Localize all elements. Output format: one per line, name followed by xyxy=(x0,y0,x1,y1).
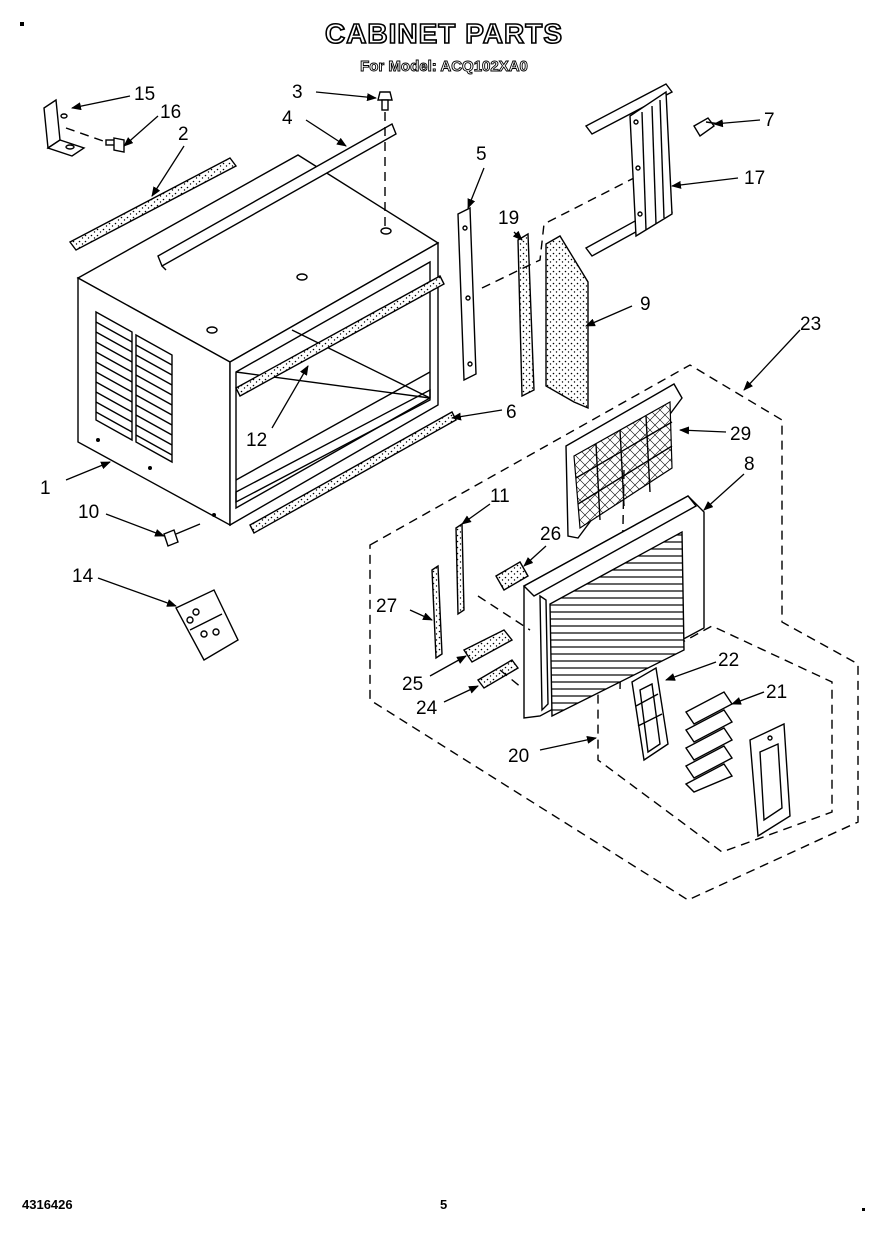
leader-21 xyxy=(731,691,765,705)
callout-26: 27 xyxy=(376,596,397,617)
part-5-channel xyxy=(457,206,477,382)
callout-21: 21 xyxy=(766,682,787,703)
part-8-front-grille xyxy=(522,495,705,719)
callout-22: 22 xyxy=(718,650,739,671)
leader-12 xyxy=(271,365,309,429)
page-title: CABINET PARTS xyxy=(324,17,564,50)
leader-11 xyxy=(461,503,491,525)
leader-16 xyxy=(123,115,159,147)
callout-14: 14 xyxy=(72,566,94,587)
corner-mark xyxy=(20,22,24,26)
callout-16: 16 xyxy=(160,102,181,123)
part-number: 4316426 xyxy=(22,1197,73,1212)
leader-14 xyxy=(97,577,177,607)
leader-19 xyxy=(512,230,523,241)
part-9-foam xyxy=(545,235,589,410)
callout-19: 19 xyxy=(498,208,519,229)
part-2-seal xyxy=(68,157,238,251)
callout-15: 15 xyxy=(134,84,155,105)
corner-mark xyxy=(862,1208,865,1211)
leader-29 xyxy=(679,426,727,435)
callout-10: 10 xyxy=(78,502,99,523)
leader-15 xyxy=(71,95,131,111)
leader-8 xyxy=(703,473,745,511)
part-14-bracket xyxy=(175,589,239,661)
leader-5 xyxy=(467,167,485,209)
page-number: 5 xyxy=(440,1197,448,1212)
callout-2: 2 xyxy=(178,124,189,145)
model-subtitle: For Model: ACQ102XA0 xyxy=(360,58,529,76)
callout-8: 8 xyxy=(744,454,755,475)
callout-5: 5 xyxy=(476,144,487,165)
callout-9: 9 xyxy=(640,294,651,315)
leader-27 xyxy=(429,655,467,677)
callout-6: 6 xyxy=(506,402,517,423)
leader-2 xyxy=(151,145,185,197)
part-louver-frame xyxy=(749,722,791,838)
leader-3 xyxy=(315,91,377,102)
leader-9 xyxy=(585,305,633,327)
part-17-side-frame xyxy=(584,83,674,257)
part-10-screw xyxy=(163,523,201,547)
callout-27: 25 xyxy=(402,674,423,695)
part-24-foam xyxy=(476,659,520,689)
leader-23 xyxy=(743,329,801,391)
part-20-group-outline xyxy=(597,625,833,853)
part-12-seal xyxy=(235,275,445,397)
part-25-foam xyxy=(495,561,529,591)
part-4-rail xyxy=(157,122,397,268)
leader-4 xyxy=(305,119,347,147)
leader-6 xyxy=(451,409,503,421)
part-26-foam xyxy=(431,564,443,660)
part-21-louvers xyxy=(684,691,734,793)
callout-20: 20 xyxy=(508,746,529,767)
callout-29: 29 xyxy=(730,424,751,445)
leader-22 xyxy=(665,661,717,681)
part-19-foam xyxy=(517,232,535,398)
callout-12: 12 xyxy=(246,430,267,451)
leader-10 xyxy=(105,513,165,537)
part-23-group-outline xyxy=(369,364,859,901)
leader-17 xyxy=(671,177,739,189)
callout-3: 3 xyxy=(292,82,303,103)
leader-1 xyxy=(65,461,111,481)
callout-4: 4 xyxy=(282,108,293,129)
callout-11: 11 xyxy=(490,486,510,507)
leader-26 xyxy=(409,609,433,621)
leader-24 xyxy=(443,685,479,703)
callout-25: 26 xyxy=(540,524,561,545)
part-29-filter xyxy=(565,383,683,539)
part-3-screw xyxy=(377,91,393,111)
leader-25 xyxy=(523,545,547,567)
part-16-screw xyxy=(105,137,125,153)
part-7-screw xyxy=(693,117,721,138)
leader-20 xyxy=(539,735,597,751)
callout-17: 17 xyxy=(744,168,765,189)
callout-7: 7 xyxy=(764,110,775,131)
leader-7 xyxy=(713,119,761,128)
part-27-foam xyxy=(462,629,514,663)
callout-1: 1 xyxy=(40,478,51,499)
part-11-foam xyxy=(455,522,465,616)
callout-23: 23 xyxy=(800,314,821,335)
part-22-louver-bracket xyxy=(631,666,669,762)
part-15-bracket xyxy=(43,98,86,157)
callout-24: 24 xyxy=(416,698,438,719)
